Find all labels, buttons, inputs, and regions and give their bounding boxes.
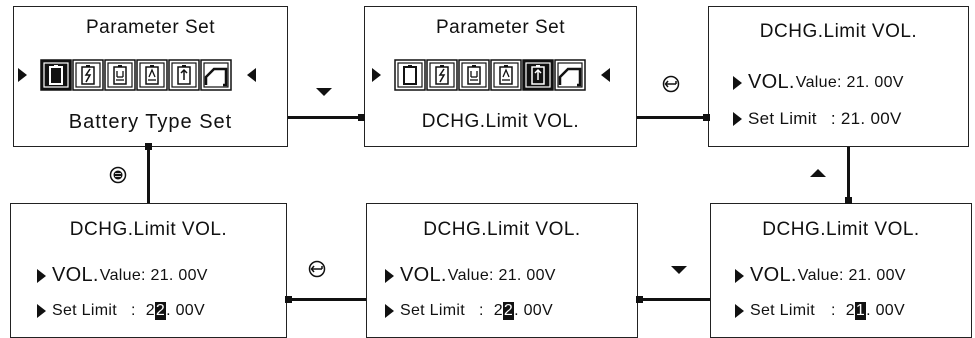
connector-dot — [358, 114, 365, 121]
connector-line — [638, 298, 710, 301]
boost-icon — [522, 59, 554, 91]
set-limit-colon: : — [830, 302, 836, 319]
boost-icon — [168, 59, 200, 91]
set-limit-rest: . 00V — [166, 302, 205, 319]
set-limit-label: Set Limit — [748, 109, 817, 128]
down-key-icon — [671, 266, 687, 274]
screen-title: DCHG.Limit VOL. — [759, 21, 918, 42]
discharge-limit-icon — [458, 59, 490, 91]
vol-prefix: VOL. — [750, 264, 797, 286]
connector-line — [147, 147, 150, 203]
menu-icon-strip — [14, 59, 287, 93]
menu-key-icon — [109, 166, 127, 184]
set-limit-rest: . 00V — [866, 302, 905, 319]
cursor-digit: 2 — [154, 302, 167, 320]
scroll-left-pointer-icon — [247, 68, 256, 82]
discharge-limit-icon — [104, 59, 136, 91]
vol-prefix: VOL. — [748, 71, 795, 93]
curve-icon — [554, 59, 586, 91]
set-limit-row: Set Limit : 2 2 . 00V — [385, 302, 553, 320]
set-limit-label: Set Limit — [400, 302, 465, 319]
charge-voltage-icon — [72, 59, 104, 91]
row-pointer-icon — [735, 268, 744, 283]
vol-value-text: Value: 21. 00V — [99, 266, 208, 284]
screen-dchg-limit-edit-1: DCHG.Limit VOL. VOL. Value: 21. 00V Set … — [10, 203, 287, 338]
set-limit-label: Set Limit — [52, 302, 117, 319]
set-limit-value: : 21. 00V — [830, 109, 902, 128]
vol-value-text: Value: 21. 00V — [797, 266, 906, 284]
screen-dchg-limit-view: DCHG.Limit VOL. VOL. Value: 21. 00V Set … — [708, 6, 969, 147]
row-pointer-icon — [733, 75, 742, 90]
connector-line — [637, 116, 708, 119]
menu-icon-strip — [365, 59, 636, 93]
enter-key-icon — [308, 260, 326, 278]
set-limit-rest: . 00V — [514, 302, 553, 319]
battery-level-icon — [490, 59, 522, 91]
connector-line — [288, 116, 364, 119]
vol-value-row: VOL. Value: 21. 00V — [735, 264, 906, 287]
screen-subtitle: DCHG.Limit VOL. — [421, 111, 580, 132]
set-limit-label: Set Limit — [750, 302, 815, 319]
battery-type-icon — [40, 59, 72, 91]
curve-icon — [200, 59, 232, 91]
connector-dot — [703, 114, 710, 121]
set-limit-digit: 2 — [845, 302, 855, 319]
vol-prefix: VOL. — [52, 264, 99, 286]
up-key-icon — [810, 169, 826, 177]
screen-title: DCHG.Limit VOL. — [762, 219, 920, 240]
set-limit-colon: : — [130, 302, 136, 319]
enter-key-icon — [662, 75, 680, 93]
screen-title: DCHG.Limit VOL. — [69, 219, 228, 240]
connector-dot — [845, 197, 852, 204]
screen-dchg-limit-edit-2: DCHG.Limit VOL. VOL. Value: 21. 00V Set … — [366, 203, 638, 338]
screen-subtitle: Battery Type Set — [68, 111, 233, 133]
connector-dot — [145, 143, 152, 150]
screen-title: DCHG.Limit VOL. — [423, 219, 581, 240]
screen-parameter-set-dchg-limit: Parameter Set DCHG.Limit VOL. — [364, 6, 637, 147]
set-limit-digit: 2 — [145, 302, 155, 319]
charge-voltage-icon — [426, 59, 458, 91]
screen-dchg-limit-edit-3: DCHG.Limit VOL. VOL. Value: 21. 00V Set … — [710, 203, 972, 338]
row-pointer-icon — [385, 304, 394, 318]
scroll-right-pointer-icon — [372, 68, 381, 82]
scroll-left-pointer-icon — [601, 68, 610, 82]
screen-title: Parameter Set — [436, 17, 565, 38]
row-pointer-icon — [735, 304, 744, 318]
row-pointer-icon — [733, 112, 742, 126]
set-limit-row: Set Limit : 21. 00V — [733, 109, 902, 129]
connector-line — [847, 147, 850, 203]
set-limit-colon: : — [478, 302, 484, 319]
vol-value-row: VOL. Value: 21. 00V — [733, 71, 904, 94]
set-limit-row: Set Limit : 2 1 . 00V — [735, 302, 905, 320]
row-pointer-icon — [37, 268, 46, 283]
vol-value-row: VOL. Value: 21. 00V — [385, 264, 556, 287]
connector-line — [287, 298, 366, 301]
vol-value-text: Value: 21. 00V — [795, 73, 904, 91]
vol-value-text: Value: 21. 00V — [447, 266, 556, 284]
connector-dot — [636, 296, 643, 303]
cursor-digit: 2 — [502, 302, 515, 320]
vol-prefix: VOL. — [400, 264, 447, 286]
connector-dot — [285, 296, 292, 303]
battery-level-icon — [136, 59, 168, 91]
screen-parameter-set-battery-type: Parameter Set Battery Type Set — [13, 6, 288, 147]
row-pointer-icon — [37, 304, 46, 318]
set-limit-row: Set Limit : 2 2 . 00V — [37, 302, 205, 320]
row-pointer-icon — [385, 268, 394, 283]
set-limit-digit: 2 — [493, 302, 503, 319]
scroll-right-pointer-icon — [18, 68, 27, 82]
screen-title: Parameter Set — [86, 17, 215, 38]
battery-type-icon — [394, 59, 426, 91]
vol-value-row: VOL. Value: 21. 00V — [37, 264, 208, 287]
cursor-digit: 1 — [854, 302, 867, 320]
down-key-icon — [316, 88, 332, 96]
